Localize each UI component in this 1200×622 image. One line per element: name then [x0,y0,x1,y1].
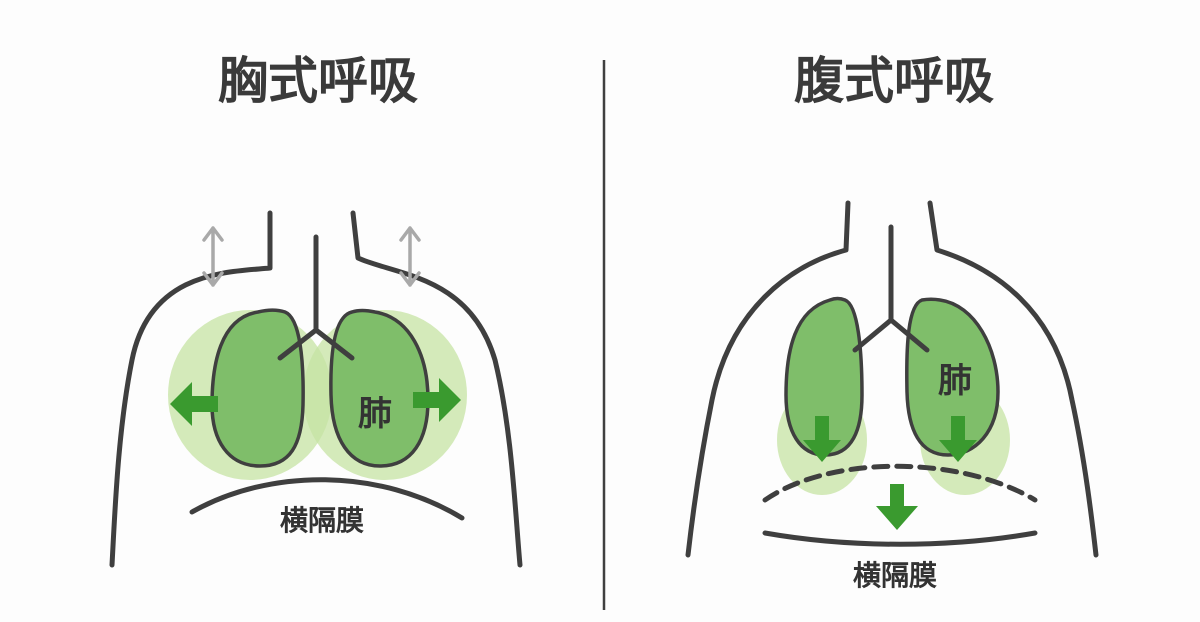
double-arrow-vertical-icon [202,226,224,287]
left-trachea [277,234,355,361]
left-panel: 胸式呼吸 肺 横隔膜 [109,52,523,568]
left-body-outline-right [350,210,523,568]
right-lung-left [784,296,864,457]
left-body-outline-left [109,210,273,568]
right-panel-title: 腹式呼吸 [794,52,994,110]
arrow-left-icon [170,382,218,426]
arrow-down-icon [803,416,841,462]
right-panel: 腹式呼吸 肺 横隔膜 [685,52,1099,592]
left-lung-left [210,308,305,468]
right-lung-right [905,297,1000,457]
left-diaphragm-label: 横隔膜 [280,504,364,537]
right-diaphragm-dashed [762,463,1038,503]
double-arrow-vertical-icon [399,226,421,287]
right-trachea [852,224,930,353]
arrow-down-icon [939,416,977,462]
right-body-outline-left [685,200,851,558]
left-panel-title: 胸式呼吸 [218,52,418,110]
right-diaphragm [762,530,1038,547]
left-diaphragm [189,477,465,521]
right-lung-label: 肺 [938,361,972,401]
left-lung-right [329,308,430,468]
right-diaphragm-label: 横隔膜 [853,559,937,592]
right-body-outline-right [927,200,1099,558]
arrow-right-icon [413,378,461,422]
left-lung-label: 肺 [358,394,392,434]
arrow-down-icon [876,484,918,530]
